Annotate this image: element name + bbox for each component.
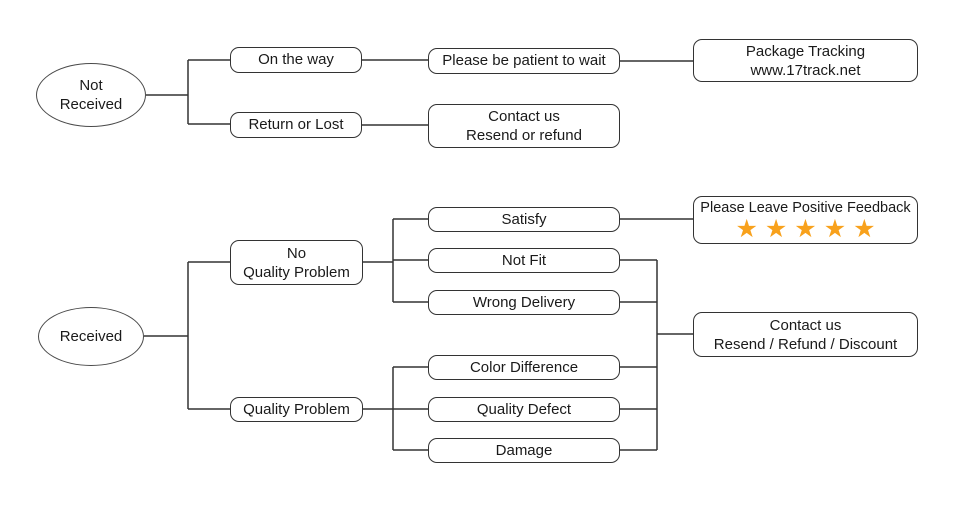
node-contact-resend-refund: Contact us Resend or refund	[428, 104, 620, 148]
node-label: Please be patient to wait	[442, 52, 606, 69]
node-label: Received	[59, 327, 123, 345]
node-on-the-way: On the way	[230, 47, 362, 73]
node-label: Contact us	[769, 316, 842, 334]
node-label: Quality Defect	[476, 400, 572, 418]
node-label: Resend / Refund / Discount	[713, 335, 898, 353]
node-label: On the way	[258, 51, 334, 68]
node-please-be-patient: Please be patient to wait	[428, 48, 620, 74]
node-no-quality-problem: No Quality Problem	[230, 240, 363, 285]
node-not-fit: Not Fit	[428, 248, 620, 273]
node-label: Color Difference	[469, 358, 579, 376]
node-quality-problem: Quality Problem	[230, 397, 363, 422]
node-not-received: Not Received	[36, 63, 146, 127]
node-damage: Damage	[428, 438, 620, 463]
node-label: Not Fit	[501, 251, 547, 269]
node-satisfy: Satisfy	[428, 207, 620, 232]
node-color-difference: Color Difference	[428, 355, 620, 380]
node-quality-defect: Quality Defect	[428, 397, 620, 422]
node-label: Package Tracking	[745, 42, 866, 60]
node-label: Please Leave Positive Feedback	[700, 200, 911, 216]
node-return-or-lost: Return or Lost	[230, 112, 362, 138]
node-label: Satisfy	[501, 210, 547, 228]
node-label: No	[286, 244, 307, 262]
node-label: Wrong Delivery	[472, 293, 576, 311]
node-positive-feedback: Please Leave Positive Feedback ★★★★★	[693, 196, 918, 244]
connector-path	[144, 59, 693, 451]
star-rating-icons: ★★★★★	[735, 215, 883, 243]
node-label: Quality Problem	[243, 263, 350, 281]
node-label: Resend or refund	[466, 127, 582, 144]
node-wrong-delivery: Wrong Delivery	[428, 290, 620, 315]
node-label: Quality Problem	[243, 400, 350, 418]
tracking-url-text: www.17track.net	[750, 61, 861, 79]
node-contact-resend-refund-discount: Contact us Resend / Refund / Discount	[693, 312, 918, 357]
node-package-tracking: Package Tracking www.17track.net	[693, 39, 918, 82]
node-label: Return or Lost	[248, 116, 344, 133]
node-label: Damage	[495, 441, 553, 459]
node-received: Received	[38, 307, 144, 366]
node-label: Not	[79, 77, 103, 94]
node-label: Contact us	[488, 108, 560, 125]
node-label: Received	[59, 96, 123, 113]
